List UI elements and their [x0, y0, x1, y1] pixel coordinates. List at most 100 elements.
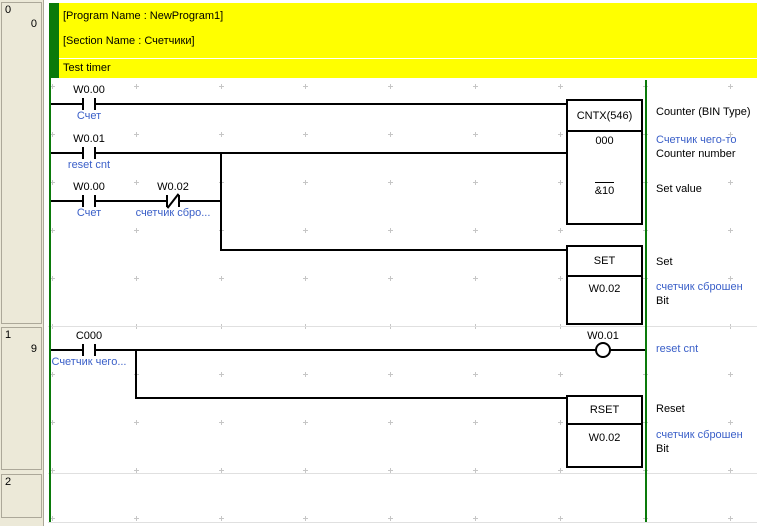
- grid-cross-mark: [728, 516, 733, 521]
- section-name-text: [Section Name : Счетчики]: [63, 35, 195, 47]
- rung-separator: [48, 326, 757, 327]
- no-contact-c000[interactable]: [81, 344, 97, 356]
- contact-comment: reset cnt: [67, 159, 111, 171]
- rung-step-number: 0: [30, 18, 37, 30]
- grid-cross-mark: [50, 372, 55, 377]
- contact-bar-icon: [94, 344, 96, 356]
- grid-cross-mark: [473, 516, 478, 521]
- operand-description: Set value: [656, 183, 702, 195]
- contact-bar-icon: [166, 195, 168, 207]
- contact-comment: счетчик сбро...: [135, 207, 211, 219]
- grid-cross-mark: [728, 180, 733, 185]
- grid-cross-mark: [303, 84, 308, 89]
- instruction-description: Reset: [656, 403, 685, 415]
- program-comment-box[interactable]: [Program Name : NewProgram1] [Section Na…: [59, 3, 757, 58]
- grid-cross-mark: [388, 420, 393, 425]
- grid-cross-mark: [388, 228, 393, 233]
- instruction-mnemonic: RSET: [568, 397, 641, 425]
- wire-rung0-set-feed: [220, 249, 566, 251]
- no-contact-w001-reset[interactable]: [81, 147, 97, 159]
- grid-cross-mark: [219, 276, 224, 281]
- instruction-mnemonic: CNTX(546): [568, 101, 641, 132]
- rset-instruction-block[interactable]: RSET W0.02: [566, 395, 643, 468]
- grid-cross-mark: [558, 420, 563, 425]
- grid-cross-mark: [50, 132, 55, 137]
- grid-cross-mark: [303, 276, 308, 281]
- grid-cross-mark: [134, 516, 139, 521]
- rung-margin-cell-0[interactable]: 0 0: [1, 2, 42, 324]
- grid-cross-mark: [558, 516, 563, 521]
- contact-gap: [84, 147, 94, 159]
- wire-rung1-branch-vertical: [135, 349, 137, 399]
- grid-cross-mark: [728, 84, 733, 89]
- grid-cross-mark: [219, 468, 224, 473]
- contact-bar-icon: [82, 147, 84, 159]
- grid-cross-mark: [50, 516, 55, 521]
- rung-comment-box[interactable]: Test timer: [59, 59, 757, 78]
- cntx-instruction-block[interactable]: CNTX(546) 000 &10: [566, 99, 643, 225]
- grid-cross-mark: [728, 132, 733, 137]
- contact-gap: [84, 195, 94, 207]
- wire-rung1-main: [51, 349, 645, 351]
- rung-separator: [48, 522, 757, 523]
- nc-contact-w002[interactable]: [165, 193, 181, 209]
- left-power-rail: [49, 3, 51, 522]
- operand-bit: W0.02: [588, 432, 621, 444]
- rung-margin-cell-1[interactable]: 1 9: [1, 327, 42, 470]
- grid-cross-mark: [473, 372, 478, 377]
- grid-cross-mark: [50, 468, 55, 473]
- grid-cross-mark: [303, 372, 308, 377]
- rung-number: 2: [5, 476, 12, 488]
- grid-cross-mark: [558, 372, 563, 377]
- instruction-description: Set: [656, 256, 673, 268]
- rung-margin-cell-2[interactable]: 2: [1, 474, 42, 518]
- grid-cross-mark: [50, 276, 55, 281]
- operand-comment: счетчик сброшен: [656, 281, 743, 293]
- grid-cross-mark: [558, 468, 563, 473]
- grid-cross-mark: [134, 276, 139, 281]
- output-coil-w001[interactable]: [595, 342, 611, 358]
- contact-bar-icon: [82, 98, 84, 110]
- contact-gap: [84, 344, 94, 356]
- wire-rung0-row2: [51, 152, 566, 154]
- contact-gap: [84, 98, 94, 110]
- contact-comment: Счет: [76, 110, 102, 122]
- grid-cross-mark: [388, 180, 393, 185]
- rung-margin-column: 0 0 1 9 2: [0, 0, 44, 526]
- contact-address: W0.02: [157, 181, 189, 193]
- contact-comment: Счетчик чего...: [51, 356, 127, 368]
- grid-cross-mark: [558, 276, 563, 281]
- grid-cross-mark: [134, 132, 139, 137]
- instruction-description: Counter (BIN Type): [656, 106, 751, 118]
- contact-address: W0.01: [73, 133, 105, 145]
- grid-cross-mark: [219, 516, 224, 521]
- operand-set-value: &10: [568, 182, 641, 198]
- grid-cross-mark: [303, 228, 308, 233]
- operand-counter-number: 000: [595, 135, 614, 147]
- grid-cross-mark: [50, 228, 55, 233]
- grid-cross-mark: [728, 276, 733, 281]
- contact-bar-icon: [94, 195, 96, 207]
- operand-comment: счетчик сброшен: [656, 429, 743, 441]
- wire-rung0-branch-vertical: [220, 152, 222, 251]
- operand-comment: Счетчик чего-то: [656, 134, 737, 146]
- grid-cross-mark: [303, 132, 308, 137]
- grid-cross-mark: [728, 228, 733, 233]
- grid-cross-mark: [558, 84, 563, 89]
- grid-cross-mark: [219, 372, 224, 377]
- grid-cross-mark: [134, 420, 139, 425]
- grid-cross-mark: [473, 228, 478, 233]
- contact-address: W0.00: [73, 181, 105, 193]
- no-contact-w000-count2[interactable]: [81, 195, 97, 207]
- contact-comment: Счет: [76, 207, 102, 219]
- grid-cross-mark: [219, 420, 224, 425]
- grid-cross-mark: [473, 276, 478, 281]
- no-contact-w000-count[interactable]: [81, 98, 97, 110]
- grid-cross-mark: [473, 84, 478, 89]
- grid-cross-mark: [219, 84, 224, 89]
- operand-description: Counter number: [656, 148, 736, 160]
- instruction-mnemonic: SET: [568, 247, 641, 277]
- set-instruction-block[interactable]: SET W0.02: [566, 245, 643, 325]
- contact-bar-icon: [94, 147, 96, 159]
